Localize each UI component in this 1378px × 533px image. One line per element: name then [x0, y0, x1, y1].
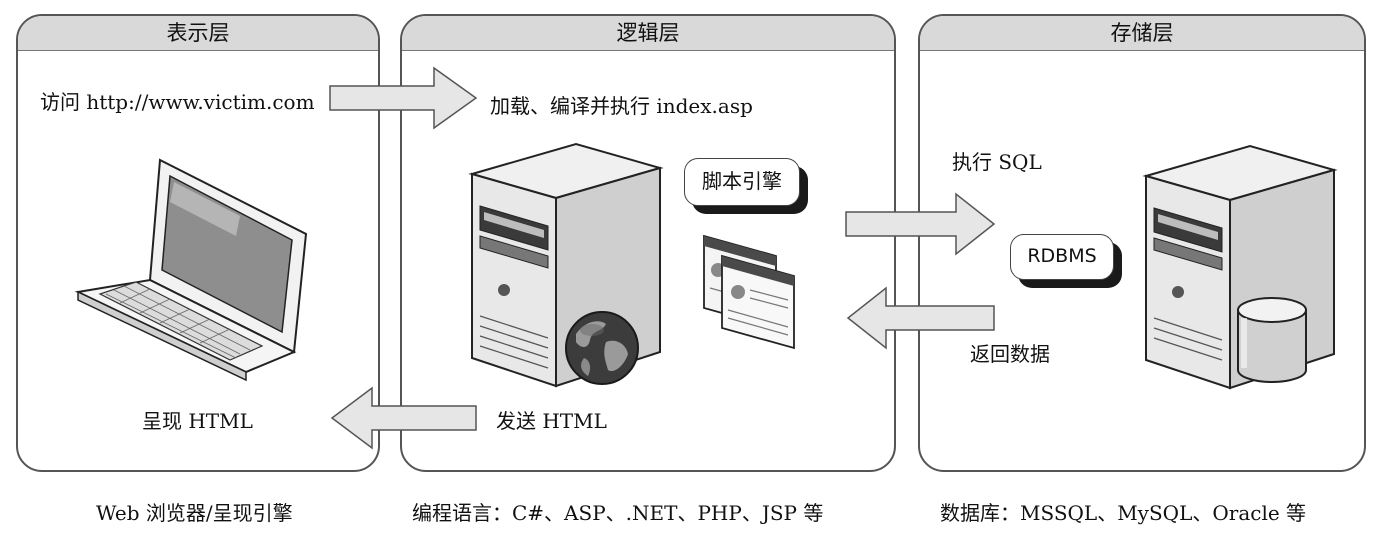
- render-html-label: 呈现 HTML: [142, 409, 253, 433]
- visit-url-label: 访问 http://www.victim.com: [40, 90, 315, 114]
- web-page-icon: [703, 234, 795, 350]
- logic-tier-title: 逻辑层: [402, 16, 894, 51]
- script-engine-label: 脚本引擎: [702, 169, 782, 193]
- globe-icon: [565, 311, 639, 385]
- load-compile-execute-label: 加载、编译并执行 index.asp: [490, 94, 753, 118]
- logic-tier-caption: 编程语言：C#、ASP、.NET、PHP、JSP 等: [412, 501, 824, 525]
- return-data-arrow: [846, 286, 995, 350]
- rdbms-bubble: RDBMS: [1010, 234, 1114, 280]
- execute-sql-arrow: [845, 192, 996, 256]
- storage-tier-title: 存储层: [920, 16, 1364, 51]
- send-html-arrow: [330, 386, 477, 450]
- execute-sql-label: 执行 SQL: [952, 150, 1042, 174]
- script-engine-bubble: 脚本引擎: [684, 158, 800, 206]
- request-arrow: [329, 66, 478, 130]
- presentation-tier-title: 表示层: [18, 16, 378, 51]
- database-cylinder-icon: [1237, 297, 1307, 383]
- laptop-icon: [74, 158, 308, 382]
- send-html-label: 发送 HTML: [496, 409, 607, 433]
- rdbms-label: RDBMS: [1027, 245, 1097, 267]
- presentation-tier-panel: 表示层: [16, 14, 380, 472]
- storage-tier-caption: 数据库：MSSQL、MySQL、Oracle 等: [940, 501, 1307, 525]
- return-data-label: 返回数据: [970, 342, 1050, 366]
- presentation-tier-caption: Web 浏览器/呈现引擎: [96, 501, 293, 525]
